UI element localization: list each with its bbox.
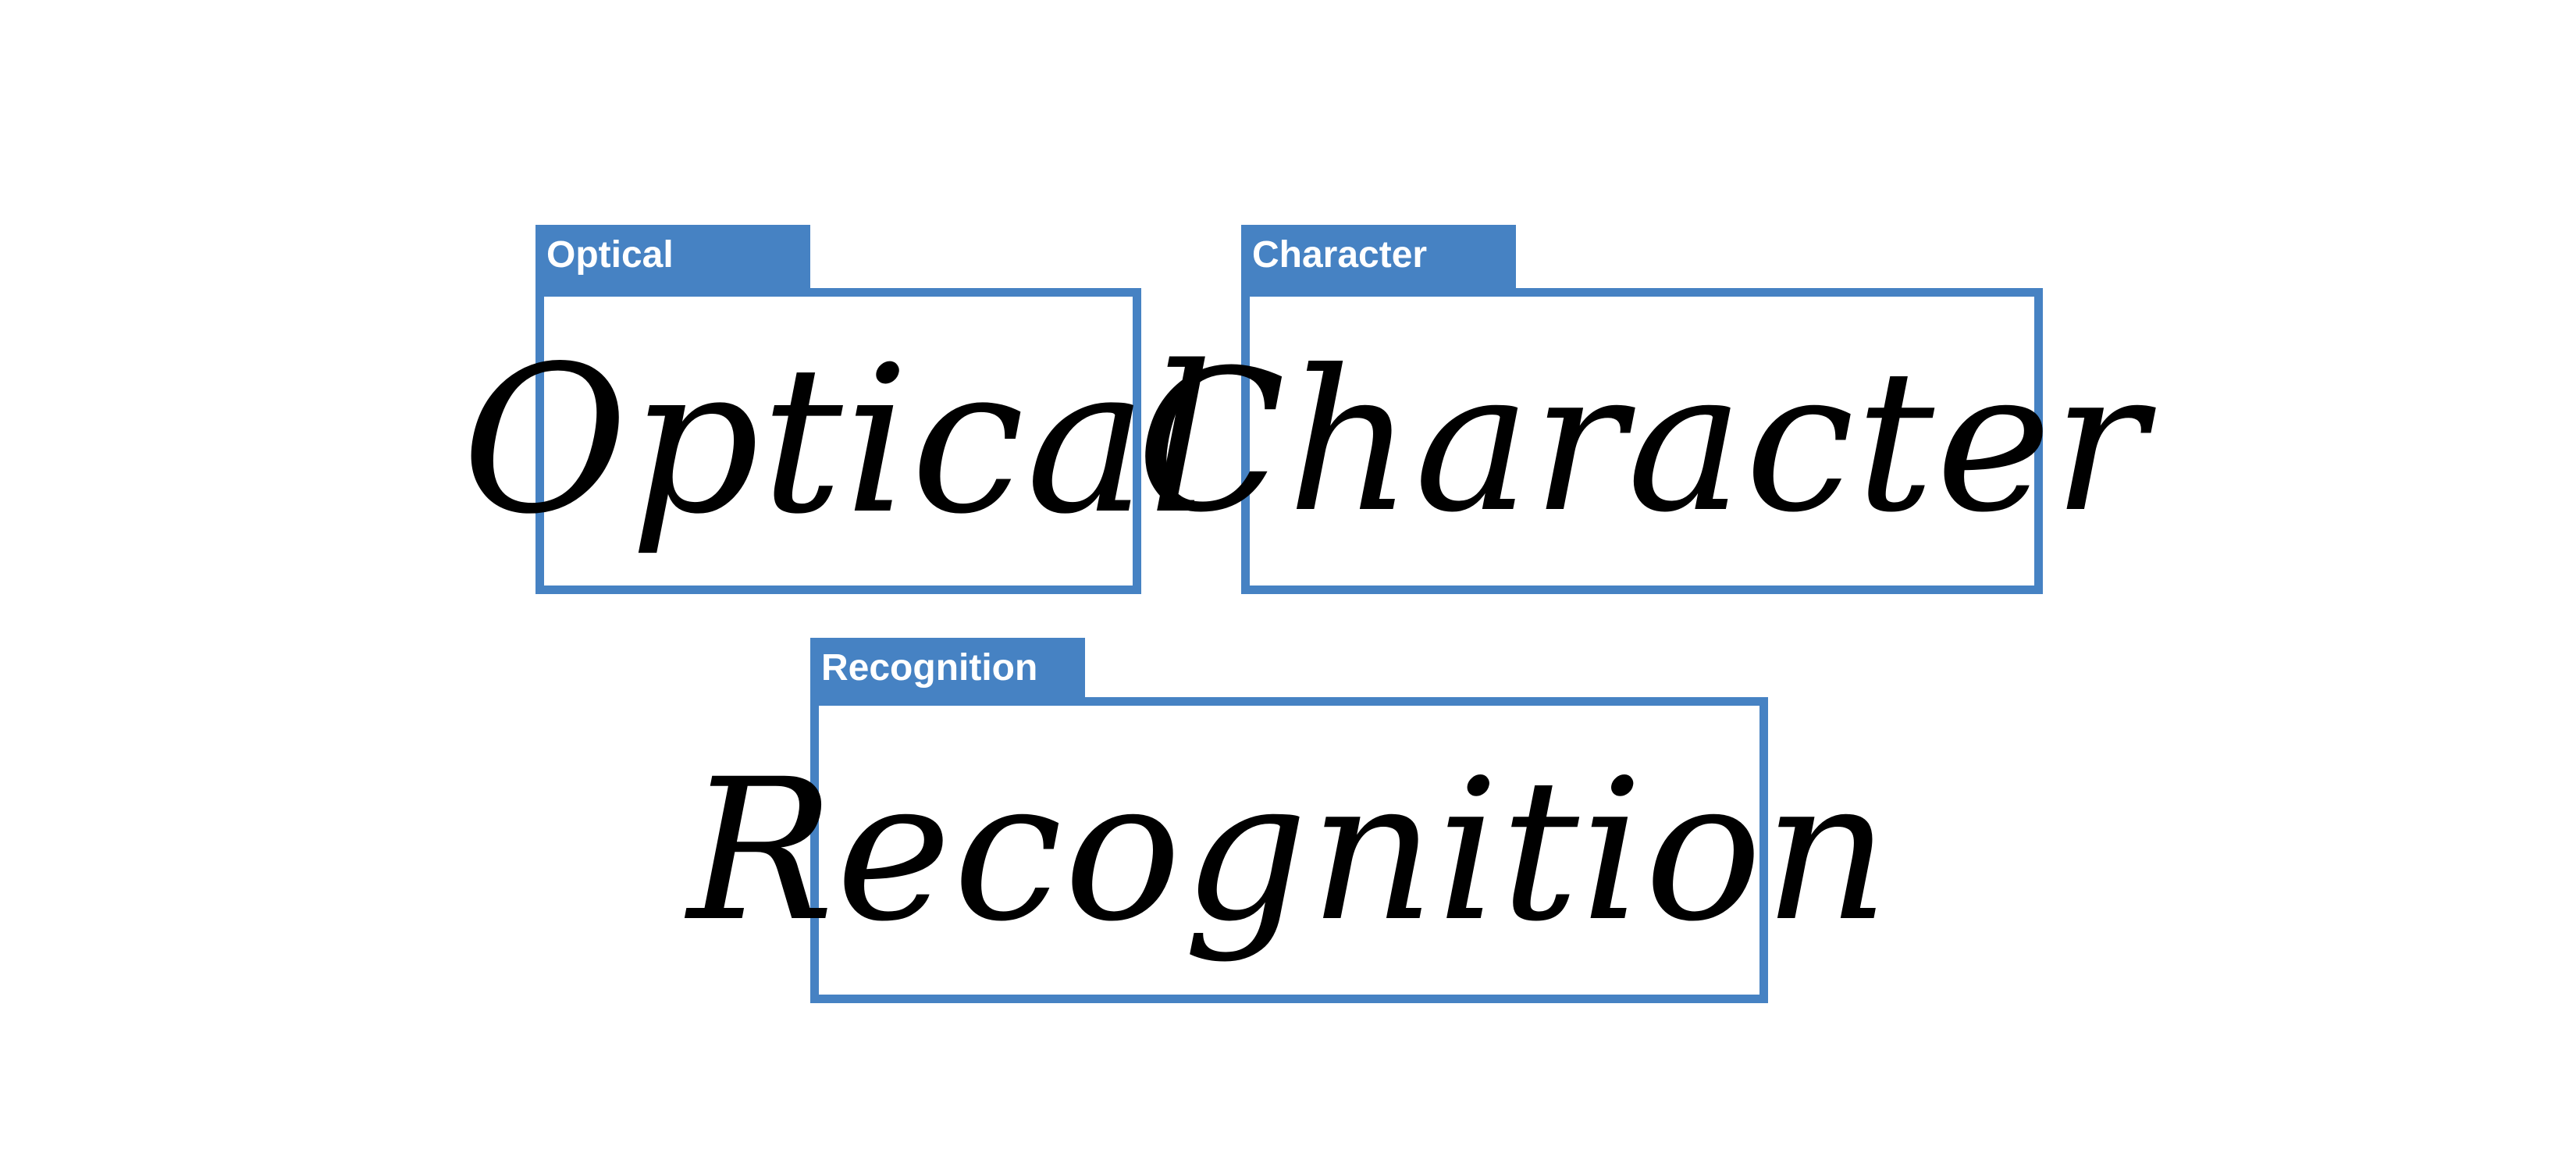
handwritten-word-optical: Optical — [461, 323, 1215, 559]
label-tab-recognition: Recognition — [810, 638, 1085, 702]
bounding-box-optical: Optical — [461, 288, 1215, 594]
handwritten-word-character: Character — [1136, 327, 2148, 555]
bounding-box-character: Character — [1136, 288, 2148, 594]
bounding-box-recognition: Recognition — [687, 697, 1891, 1003]
handwritten-word-recognition: Recognition — [687, 736, 1891, 964]
label-tab-character: Character — [1241, 225, 1516, 289]
label-tab-optical: Optical — [535, 225, 810, 289]
